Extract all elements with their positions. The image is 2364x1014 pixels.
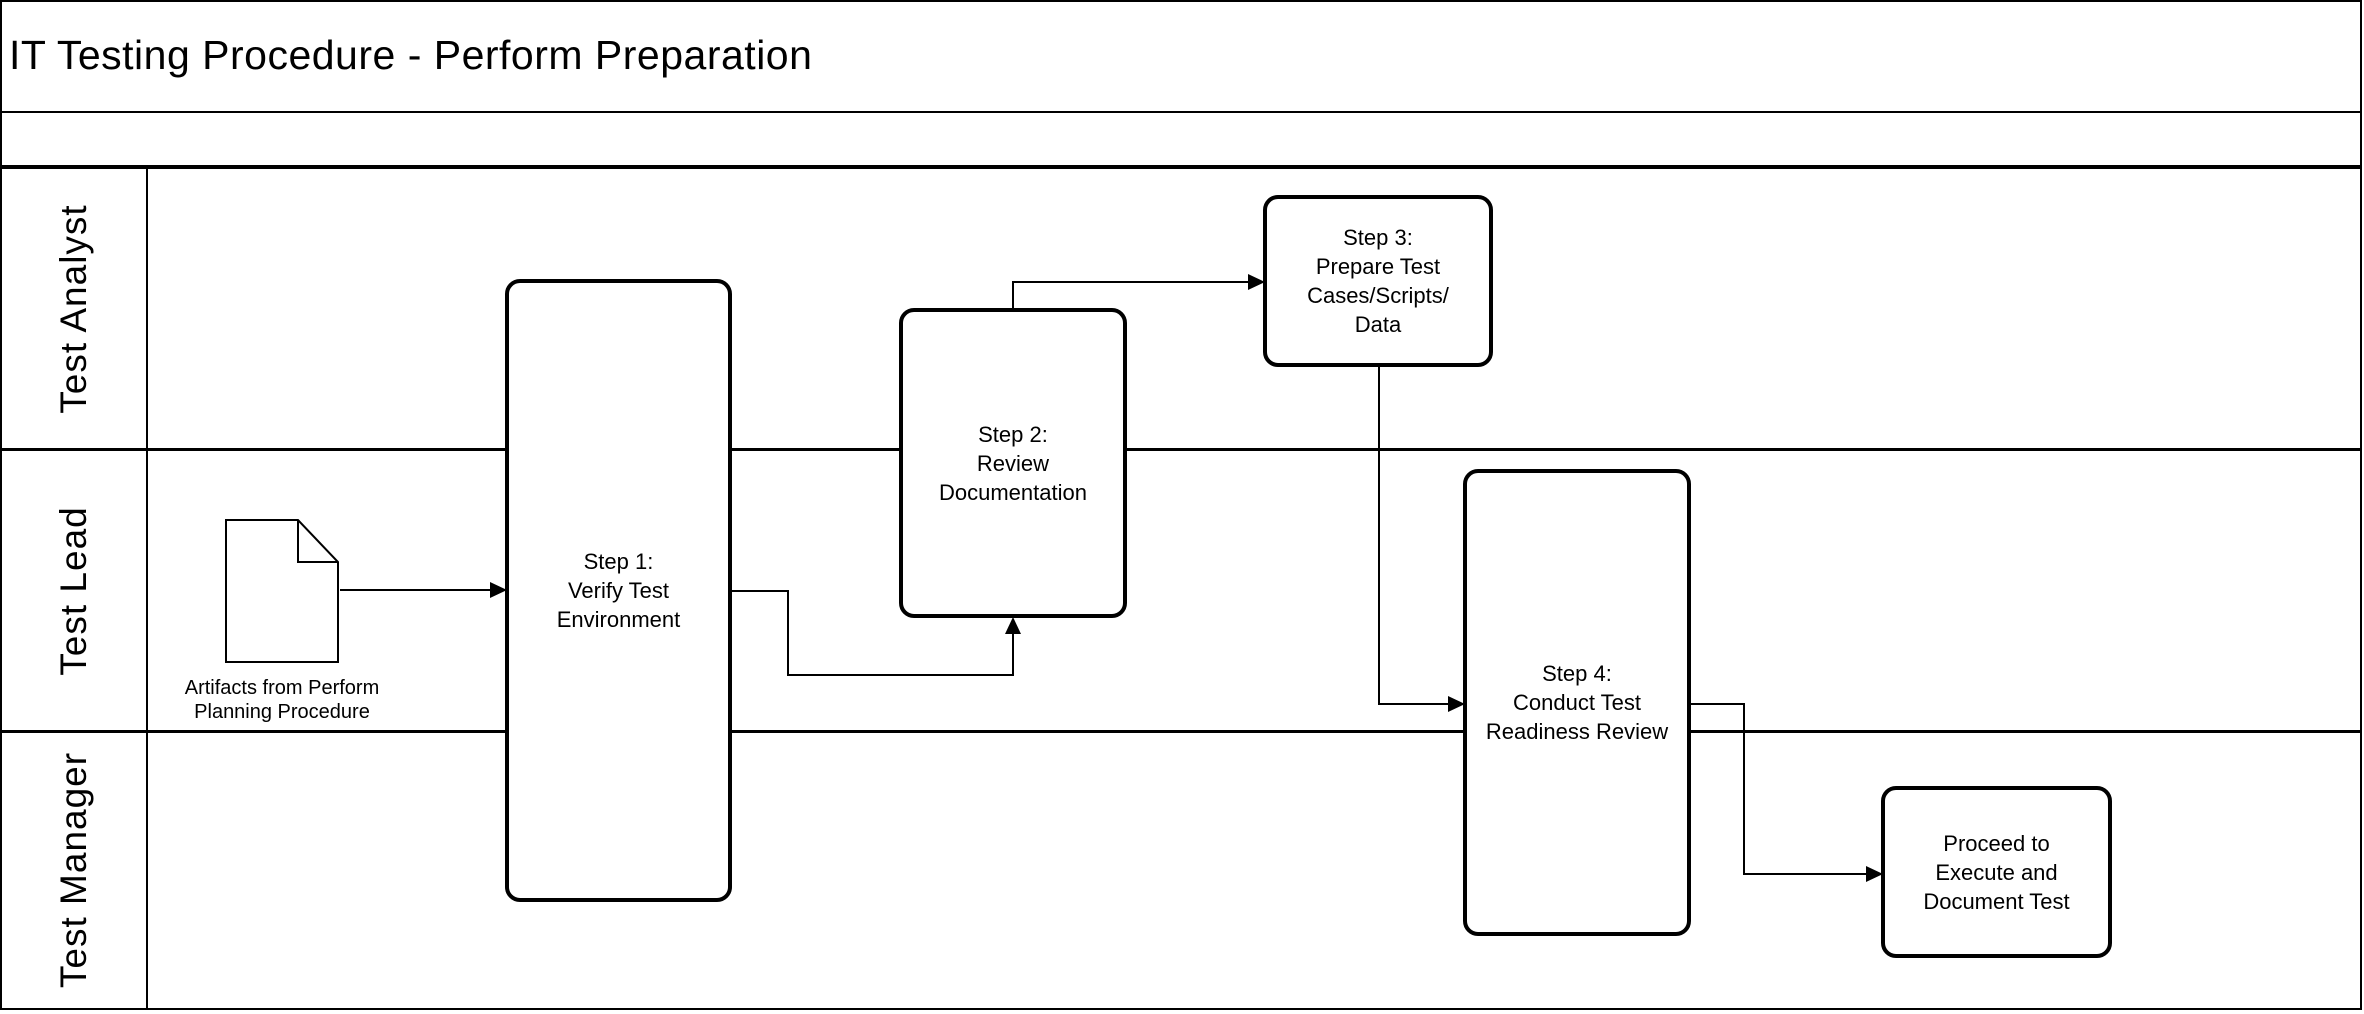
lane-label-test-lead: Test Lead bbox=[53, 506, 94, 676]
lane-divider-lead-manager bbox=[0, 730, 2362, 733]
step-1-label: Step 1: Verify Test Environment bbox=[556, 549, 681, 632]
step-4-box: Step 4: Conduct Test Readiness Review bbox=[1463, 469, 1691, 936]
artifact-document-shape bbox=[224, 518, 342, 664]
step-3-label: Step 3: Prepare Test Cases/Scripts/ Data bbox=[1307, 225, 1449, 337]
step-1-box: Step 1: Verify Test Environment bbox=[505, 279, 732, 902]
step-4-label: Step 4: Conduct Test Readiness Review bbox=[1485, 661, 1669, 744]
lane-label-column-divider bbox=[146, 169, 148, 1010]
lane-divider-analyst-lead bbox=[0, 448, 2362, 451]
lane-label-test-manager: Test Manager bbox=[53, 751, 94, 989]
lane-label-test-analyst: Test Analyst bbox=[53, 204, 94, 414]
step-3-box: Step 3: Prepare Test Cases/Scripts/ Data bbox=[1263, 195, 1493, 367]
page-title: IT Testing Procedure - Perform Preparati… bbox=[9, 32, 813, 78]
title-row: IT Testing Procedure - Perform Preparati… bbox=[0, 0, 2362, 111]
header-row-divider bbox=[0, 165, 2362, 169]
document-icon bbox=[225, 519, 339, 663]
step-2-label: Step 2: Review Documentation bbox=[939, 421, 1087, 505]
proceed-label: Proceed to Execute and Document Test bbox=[1923, 830, 2070, 914]
artifact-label: Artifacts from Perform Planning Procedur… bbox=[184, 677, 380, 723]
step-2-box: Step 2: Review Documentation bbox=[899, 308, 1127, 618]
title-row-divider bbox=[0, 111, 2362, 113]
proceed-box: Proceed to Execute and Document Test bbox=[1881, 786, 2112, 958]
